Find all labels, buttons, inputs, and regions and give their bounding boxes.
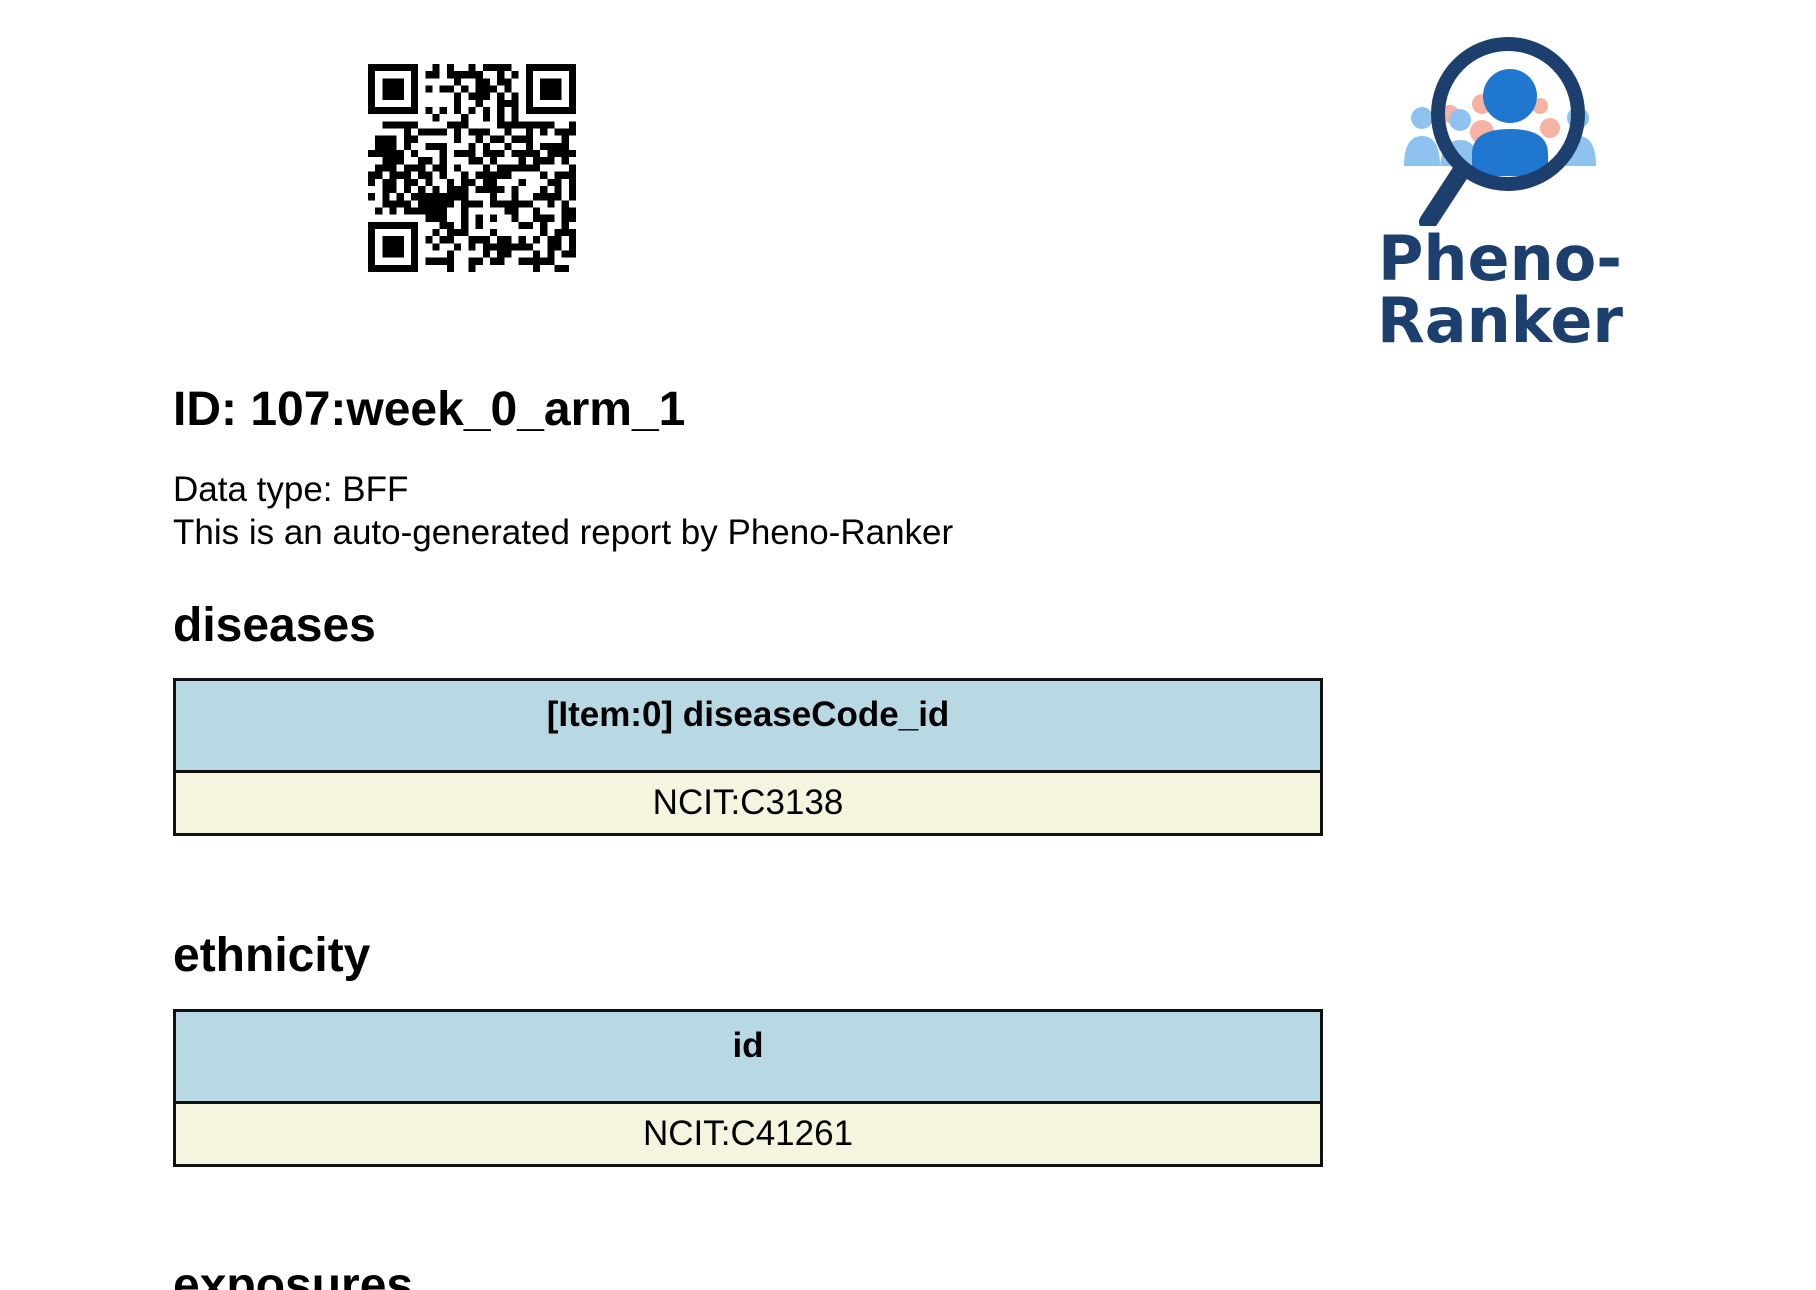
report-title: ID: 107:week_0_arm_1 xyxy=(173,383,686,436)
section-title-ethnicity: ethnicity xyxy=(173,929,371,982)
qr-code-icon xyxy=(368,64,576,272)
table-row: NCIT:C3138 xyxy=(173,770,1323,836)
diseases-table: [Item:0] diseaseCode_id NCIT:C3138 xyxy=(173,678,1323,836)
column-header: id xyxy=(173,1009,1323,1104)
column-header: [Item:0] diseaseCode_id xyxy=(173,678,1323,773)
pheno-ranker-logo-icon xyxy=(1400,36,1600,226)
report-description: This is an auto-generated report by Phen… xyxy=(173,513,954,552)
ethnicity-table: id NCIT:C41261 xyxy=(173,1009,1323,1167)
data-type-text: Data type: BFF xyxy=(173,470,409,509)
section-title-exposures: exposures xyxy=(173,1259,414,1290)
section-title-diseases: diseases xyxy=(173,599,376,652)
table-row: NCIT:C41261 xyxy=(173,1101,1323,1167)
table-cell: NCIT:C3138 xyxy=(173,770,1323,836)
table-header-row: [Item:0] diseaseCode_id xyxy=(173,678,1323,773)
logo-wordmark: Pheno-Ranker xyxy=(1377,222,1623,357)
report-meta: Data type: BFF This is an auto-generated… xyxy=(173,468,953,554)
pheno-ranker-logo: Pheno-Ranker xyxy=(1270,36,1730,352)
table-header-row: id xyxy=(173,1009,1323,1104)
table-cell: NCIT:C41261 xyxy=(173,1101,1323,1167)
